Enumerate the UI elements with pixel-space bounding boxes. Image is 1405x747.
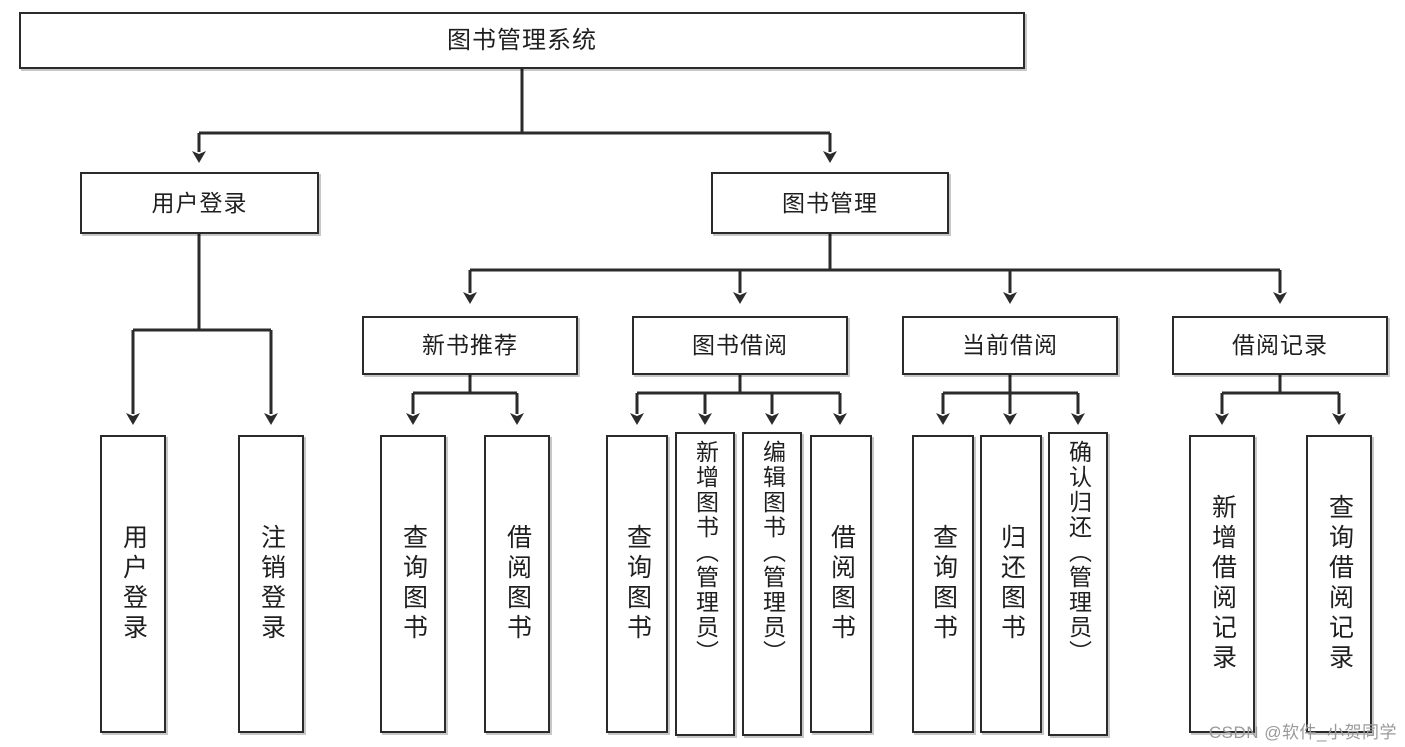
leaf-query-borrow-record[interactable]: 查询借阅记录 (1306, 435, 1372, 733)
leaf-edit-book-admin[interactable]: 编辑图书（管理员） (742, 432, 802, 736)
leaf-label: 查询图书 (623, 524, 652, 644)
leaf-label: 归还图书 (997, 524, 1026, 644)
node-label: 图书借阅 (692, 332, 788, 359)
node-book-borrow[interactable]: 图书借阅 (632, 316, 848, 375)
node-label: 借阅记录 (1232, 332, 1328, 359)
leaf-logout[interactable]: 注销登录 (238, 435, 304, 733)
leaf-label: 借阅图书 (503, 524, 532, 644)
leaf-label: 借阅图书 (827, 524, 856, 644)
leaf-label: 用户登录 (119, 524, 148, 644)
leaf-return-book[interactable]: 归还图书 (980, 435, 1042, 733)
leaf-label: 新增图书（管理员） (692, 440, 719, 665)
node-label: 当前借阅 (962, 332, 1058, 359)
node-user-login[interactable]: 用户登录 (80, 172, 319, 234)
leaf-label: 确认归还（管理员） (1065, 440, 1092, 665)
node-borrow-record[interactable]: 借阅记录 (1172, 316, 1388, 375)
leaf-label: 查询图书 (399, 524, 428, 644)
leaf-label: 查询借阅记录 (1325, 494, 1354, 674)
leaf-confirm-return-admin[interactable]: 确认归还（管理员） (1048, 432, 1108, 736)
node-book-management[interactable]: 图书管理 (711, 172, 949, 234)
node-label: 用户登录 (151, 189, 248, 216)
watermark: CSDN @软件_小贺同学 (1208, 723, 1397, 742)
leaf-borrow-book-recommend[interactable]: 借阅图书 (484, 435, 550, 733)
node-label: 图书管理系统 (447, 26, 597, 54)
leaf-label: 编辑图书（管理员） (759, 440, 786, 665)
leaf-add-book-admin[interactable]: 新增图书（管理员） (675, 432, 735, 736)
node-new-book-recommend[interactable]: 新书推荐 (362, 316, 578, 375)
node-current-borrow[interactable]: 当前借阅 (902, 316, 1118, 375)
node-label: 新书推荐 (422, 332, 518, 359)
leaf-query-book-current[interactable]: 查询图书 (912, 435, 974, 733)
leaf-label: 查询图书 (929, 524, 958, 644)
leaf-label: 新增借阅记录 (1208, 494, 1237, 674)
leaf-query-book-recommend[interactable]: 查询图书 (380, 435, 446, 733)
node-book-management-system[interactable]: 图书管理系统 (19, 12, 1025, 69)
leaf-label: 注销登录 (257, 524, 286, 644)
leaf-borrow-book[interactable]: 借阅图书 (810, 435, 872, 733)
leaf-user-login[interactable]: 用户登录 (100, 435, 166, 733)
node-label: 图书管理 (782, 189, 878, 216)
leaf-add-borrow-record[interactable]: 新增借阅记录 (1189, 435, 1255, 733)
leaf-query-book-borrow[interactable]: 查询图书 (606, 435, 668, 733)
